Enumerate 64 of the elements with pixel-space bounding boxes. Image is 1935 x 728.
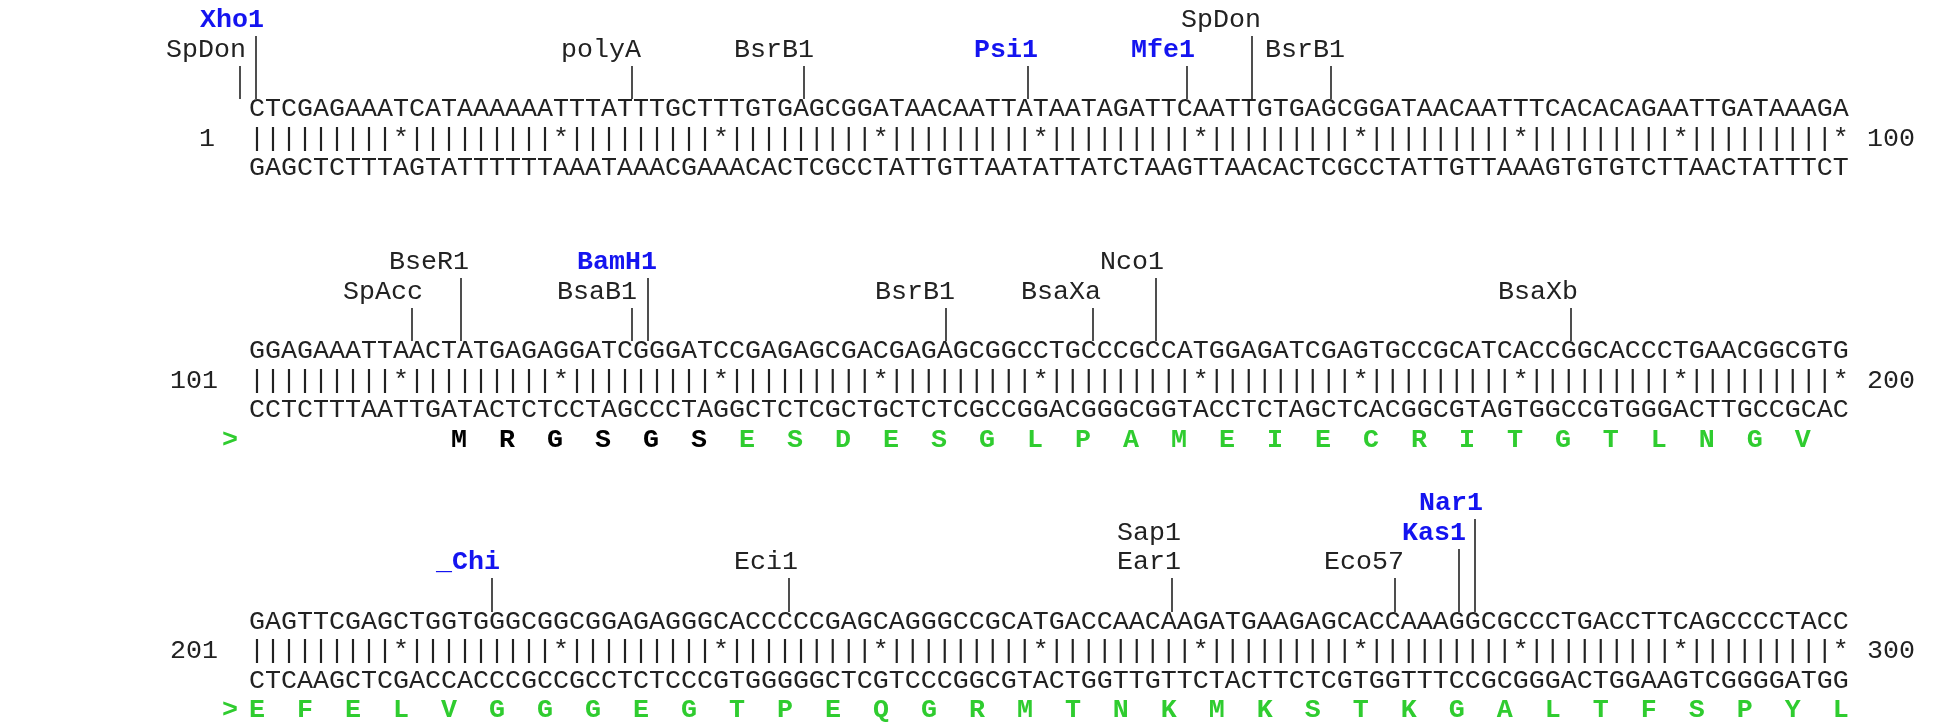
enzyme-site-label: BsaXa xyxy=(1021,277,1101,308)
position-number: 100 xyxy=(1867,124,1915,155)
enzyme-site-label: BsaXb xyxy=(1498,277,1578,308)
leader-line xyxy=(788,577,790,613)
enzyme-site-label: SpDon xyxy=(166,35,246,66)
leader-line xyxy=(1027,65,1029,100)
reading-frame-marker: > xyxy=(222,696,238,726)
reading-frame-marker: > xyxy=(222,425,238,456)
enzyme-site-label: Sap1 Ear1 xyxy=(1117,518,1181,578)
position-number: 101 xyxy=(170,366,218,397)
enzyme-site-label: BamH1 xyxy=(577,248,657,278)
amino-acid-sequence: E F E L V G G G E G T P E Q G R M T N K M K S T K G A L T F S P Y L xyxy=(249,696,1857,726)
dna-sequence: GGAGAAATTAACTATGAGAGGATCGGGATCCGAGAGCGACGAGAGCGGCCTGCCCGCCATGGAGATCGAGTGCCGCATCACCGGCACCCTGAACGGCGTG xyxy=(249,337,1849,367)
leader-line xyxy=(1394,577,1396,613)
enzyme-site-label: Nar1 xyxy=(1419,489,1483,519)
enzyme-site-label: Kas1 xyxy=(1402,518,1466,549)
leader-line xyxy=(803,65,805,100)
enzyme-site-label: SpAcc xyxy=(343,277,423,308)
leader-line xyxy=(1092,307,1094,342)
dna-sequence: GAGTTCGAGCTGGTGGGCGGCGGAGAGGGCACCCCCGAGCAGGGCCGCATGACCAACAAGATGAAGAGCACCAAAGGCGCCCTGACCTTCAGCCCCTACC xyxy=(249,607,1849,638)
leader-line xyxy=(460,277,462,342)
leader-line xyxy=(1171,577,1173,613)
enzyme-site-label: BsaB1 xyxy=(557,277,637,308)
enzyme-site-label: Psi1 xyxy=(974,35,1038,66)
leader-line xyxy=(1155,277,1157,342)
leader-line xyxy=(631,307,633,342)
position-number: 200 xyxy=(1867,366,1915,397)
enzyme-site-label: Eco57 xyxy=(1324,548,1404,578)
dna-sequence: CTCGAGAAATCATAAAAAATTTATTTGCTTTGTGAGCGGATAACAATTATAATAGATTCAATTGTGAGCGGATAACAATTTCACACAGAATTGATAAAGA xyxy=(249,95,1849,125)
leader-line xyxy=(647,277,649,342)
base-pair-ruler: |||||||||*|||||||||*|||||||||*|||||||||*|||||||||*|||||||||*|||||||||*|||||||||*|||||||||*|||||||||* xyxy=(249,124,1849,155)
leader-line xyxy=(1570,307,1572,342)
dna-sequence: CCTCTTTAATTGATACTCTCCTAGCCCTAGGCTCTCGCTGCTCTCGCCGGACGGGCGGTACCTCTAGCTCACGGCGTAGTGGCCGTGGGACTTGCCGCAC xyxy=(249,396,1849,426)
position-number: 201 xyxy=(170,637,218,667)
enzyme-site-label: BsrB1 xyxy=(734,35,814,66)
enzyme-site-label: BseR1 xyxy=(389,248,469,278)
amino-acid-sequence: E S D E S G L P A M E I E C R I T G T L N G V xyxy=(739,425,1819,456)
base-pair-ruler: |||||||||*|||||||||*|||||||||*|||||||||*|||||||||*|||||||||*|||||||||*|||||||||*|||||||||*|||||||||* xyxy=(249,366,1849,397)
enzyme-site-label: Xho1 xyxy=(200,6,264,36)
enzyme-site-label: Mfe1 xyxy=(1131,35,1195,66)
enzyme-site-label: SpDon xyxy=(1181,6,1261,36)
enzyme-site-label: Eci1 xyxy=(734,548,798,578)
leader-line xyxy=(945,307,947,342)
leader-line xyxy=(1474,518,1476,613)
leader-line xyxy=(239,65,241,100)
position-number: 1 xyxy=(199,124,215,155)
enzyme-site-label: polyA xyxy=(561,35,641,66)
enzyme-site-label: _Chi xyxy=(436,548,500,578)
enzyme-site-label: BsrB1 xyxy=(1265,35,1345,66)
leader-line xyxy=(491,577,493,613)
leader-line xyxy=(255,35,257,100)
position-number: 300 xyxy=(1867,637,1915,667)
leader-line xyxy=(1186,65,1188,100)
leader-line xyxy=(1458,548,1460,613)
dna-sequence: GAGCTCTTTAGTATTTTTTAAATAAACGAAACACTCGCCTATTGTTAATATTATCTAAGTTAACACTCGCCTATTGTTAAAGTGTGTCTTAACTATTTCT xyxy=(249,154,1849,184)
leader-line xyxy=(631,65,633,100)
dna-sequence: CTCAAGCTCGACCACCCGCCGCCTCTCCCGTGGGGGCTCGTCCCGGCGTACTGGTTGTTCTACTTCTCGTGGTTTCCGCGGGACTGGAAGTCGGGGATGG xyxy=(249,666,1849,697)
amino-acid-sequence: M R G S G S xyxy=(451,425,715,456)
base-pair-ruler: |||||||||*|||||||||*|||||||||*|||||||||*|||||||||*|||||||||*|||||||||*|||||||||*|||||||||*|||||||||* xyxy=(249,637,1849,667)
leader-line xyxy=(1330,65,1332,100)
enzyme-site-label: BsrB1 xyxy=(875,277,955,308)
enzyme-site-label: Nco1 xyxy=(1100,248,1164,278)
leader-line xyxy=(411,307,413,342)
leader-line xyxy=(1251,35,1253,100)
